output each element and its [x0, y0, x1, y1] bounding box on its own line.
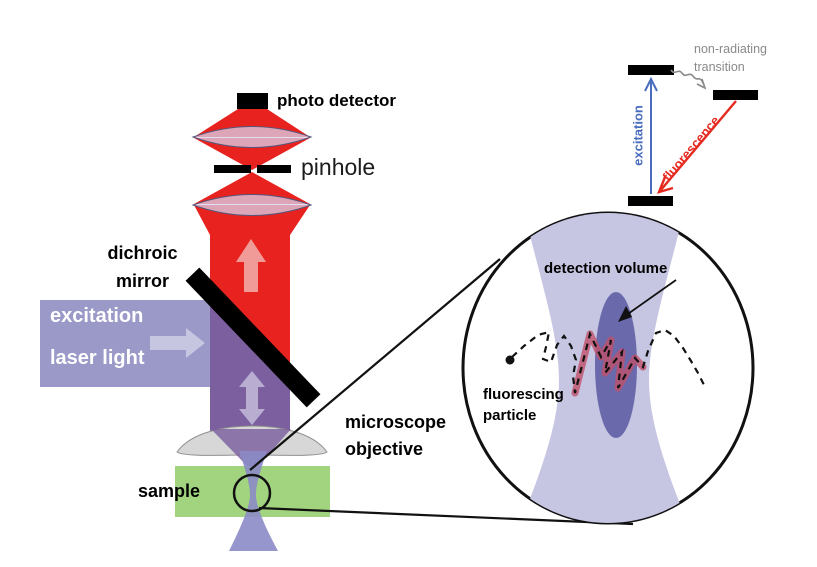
pinhole-bar-right: [257, 165, 291, 173]
microscope-objective-label: microscope objective: [345, 409, 446, 463]
focus-marker-circle: [232, 473, 272, 513]
non-radiating-transition-label-line1: non-radiating: [694, 42, 767, 56]
fluorescing-particle-label-line2: particle: [483, 407, 537, 424]
fluorescence-arrowhead: [656, 176, 674, 194]
mixed-beam-column: [210, 293, 290, 431]
magnifier-line-upper: [249, 258, 501, 471]
detection-volume-label: detection volume: [544, 260, 668, 277]
pinhole-bar-left: [214, 165, 251, 173]
excitation-laser-label-line2: laser light: [50, 347, 145, 369]
fluorescing-particle-label-line1: fluorescing: [483, 386, 564, 403]
excitation-transition-label: excitation: [630, 105, 646, 166]
fluorescence-arrow: [659, 100, 737, 192]
sample-label: sample: [138, 481, 201, 501]
microscope-objective-label-line2: objective: [345, 439, 424, 459]
photo-detector-label: photo detector: [277, 91, 396, 110]
detection-volume-arrow: [624, 279, 677, 317]
focused-cone: [211, 429, 291, 472]
particle-trajectory: [511, 328, 705, 394]
dichroic-mirror: [185, 267, 321, 408]
emission-direction-arrow: [236, 239, 266, 292]
fluorescing-particle-label: fluorescing particle: [483, 384, 564, 426]
detection-volume-arrowhead: [618, 306, 632, 322]
microscope-objective-label-line1: microscope: [345, 412, 447, 432]
excitation-laser-label-line1: excitation: [50, 305, 144, 327]
non-radiating-arrowhead: [696, 78, 707, 90]
tube-lens-upper: [191, 126, 313, 148]
excited-state-level: [628, 65, 674, 75]
particle-dot: [505, 355, 515, 365]
intermediate-state-level: [713, 90, 758, 100]
excitation-direction-arrow: [150, 328, 205, 358]
dichroic-mirror-label-line2: mirror: [115, 271, 169, 291]
pinhole-label: pinhole: [301, 154, 376, 180]
non-radiating-transition-label: non-radiating transition: [694, 40, 767, 76]
dichroic-mirror-label: dichroic mirror: [60, 239, 225, 295]
non-radiating-wavy-arrow: [670, 69, 705, 86]
focused-beam-hourglass: [229, 451, 278, 551]
photo-detector: [237, 93, 268, 109]
detection-volume: [595, 292, 637, 438]
excitation-arrowhead: [644, 76, 658, 92]
ground-state-level: [628, 196, 673, 206]
magnifier-line-lower: [258, 506, 634, 526]
bidirectional-arrow: [239, 371, 265, 425]
tube-lens-lower: [191, 194, 313, 216]
non-radiating-transition-label-line2: transition: [694, 60, 745, 74]
dichroic-mirror-label-line1: dichroic: [107, 243, 178, 263]
